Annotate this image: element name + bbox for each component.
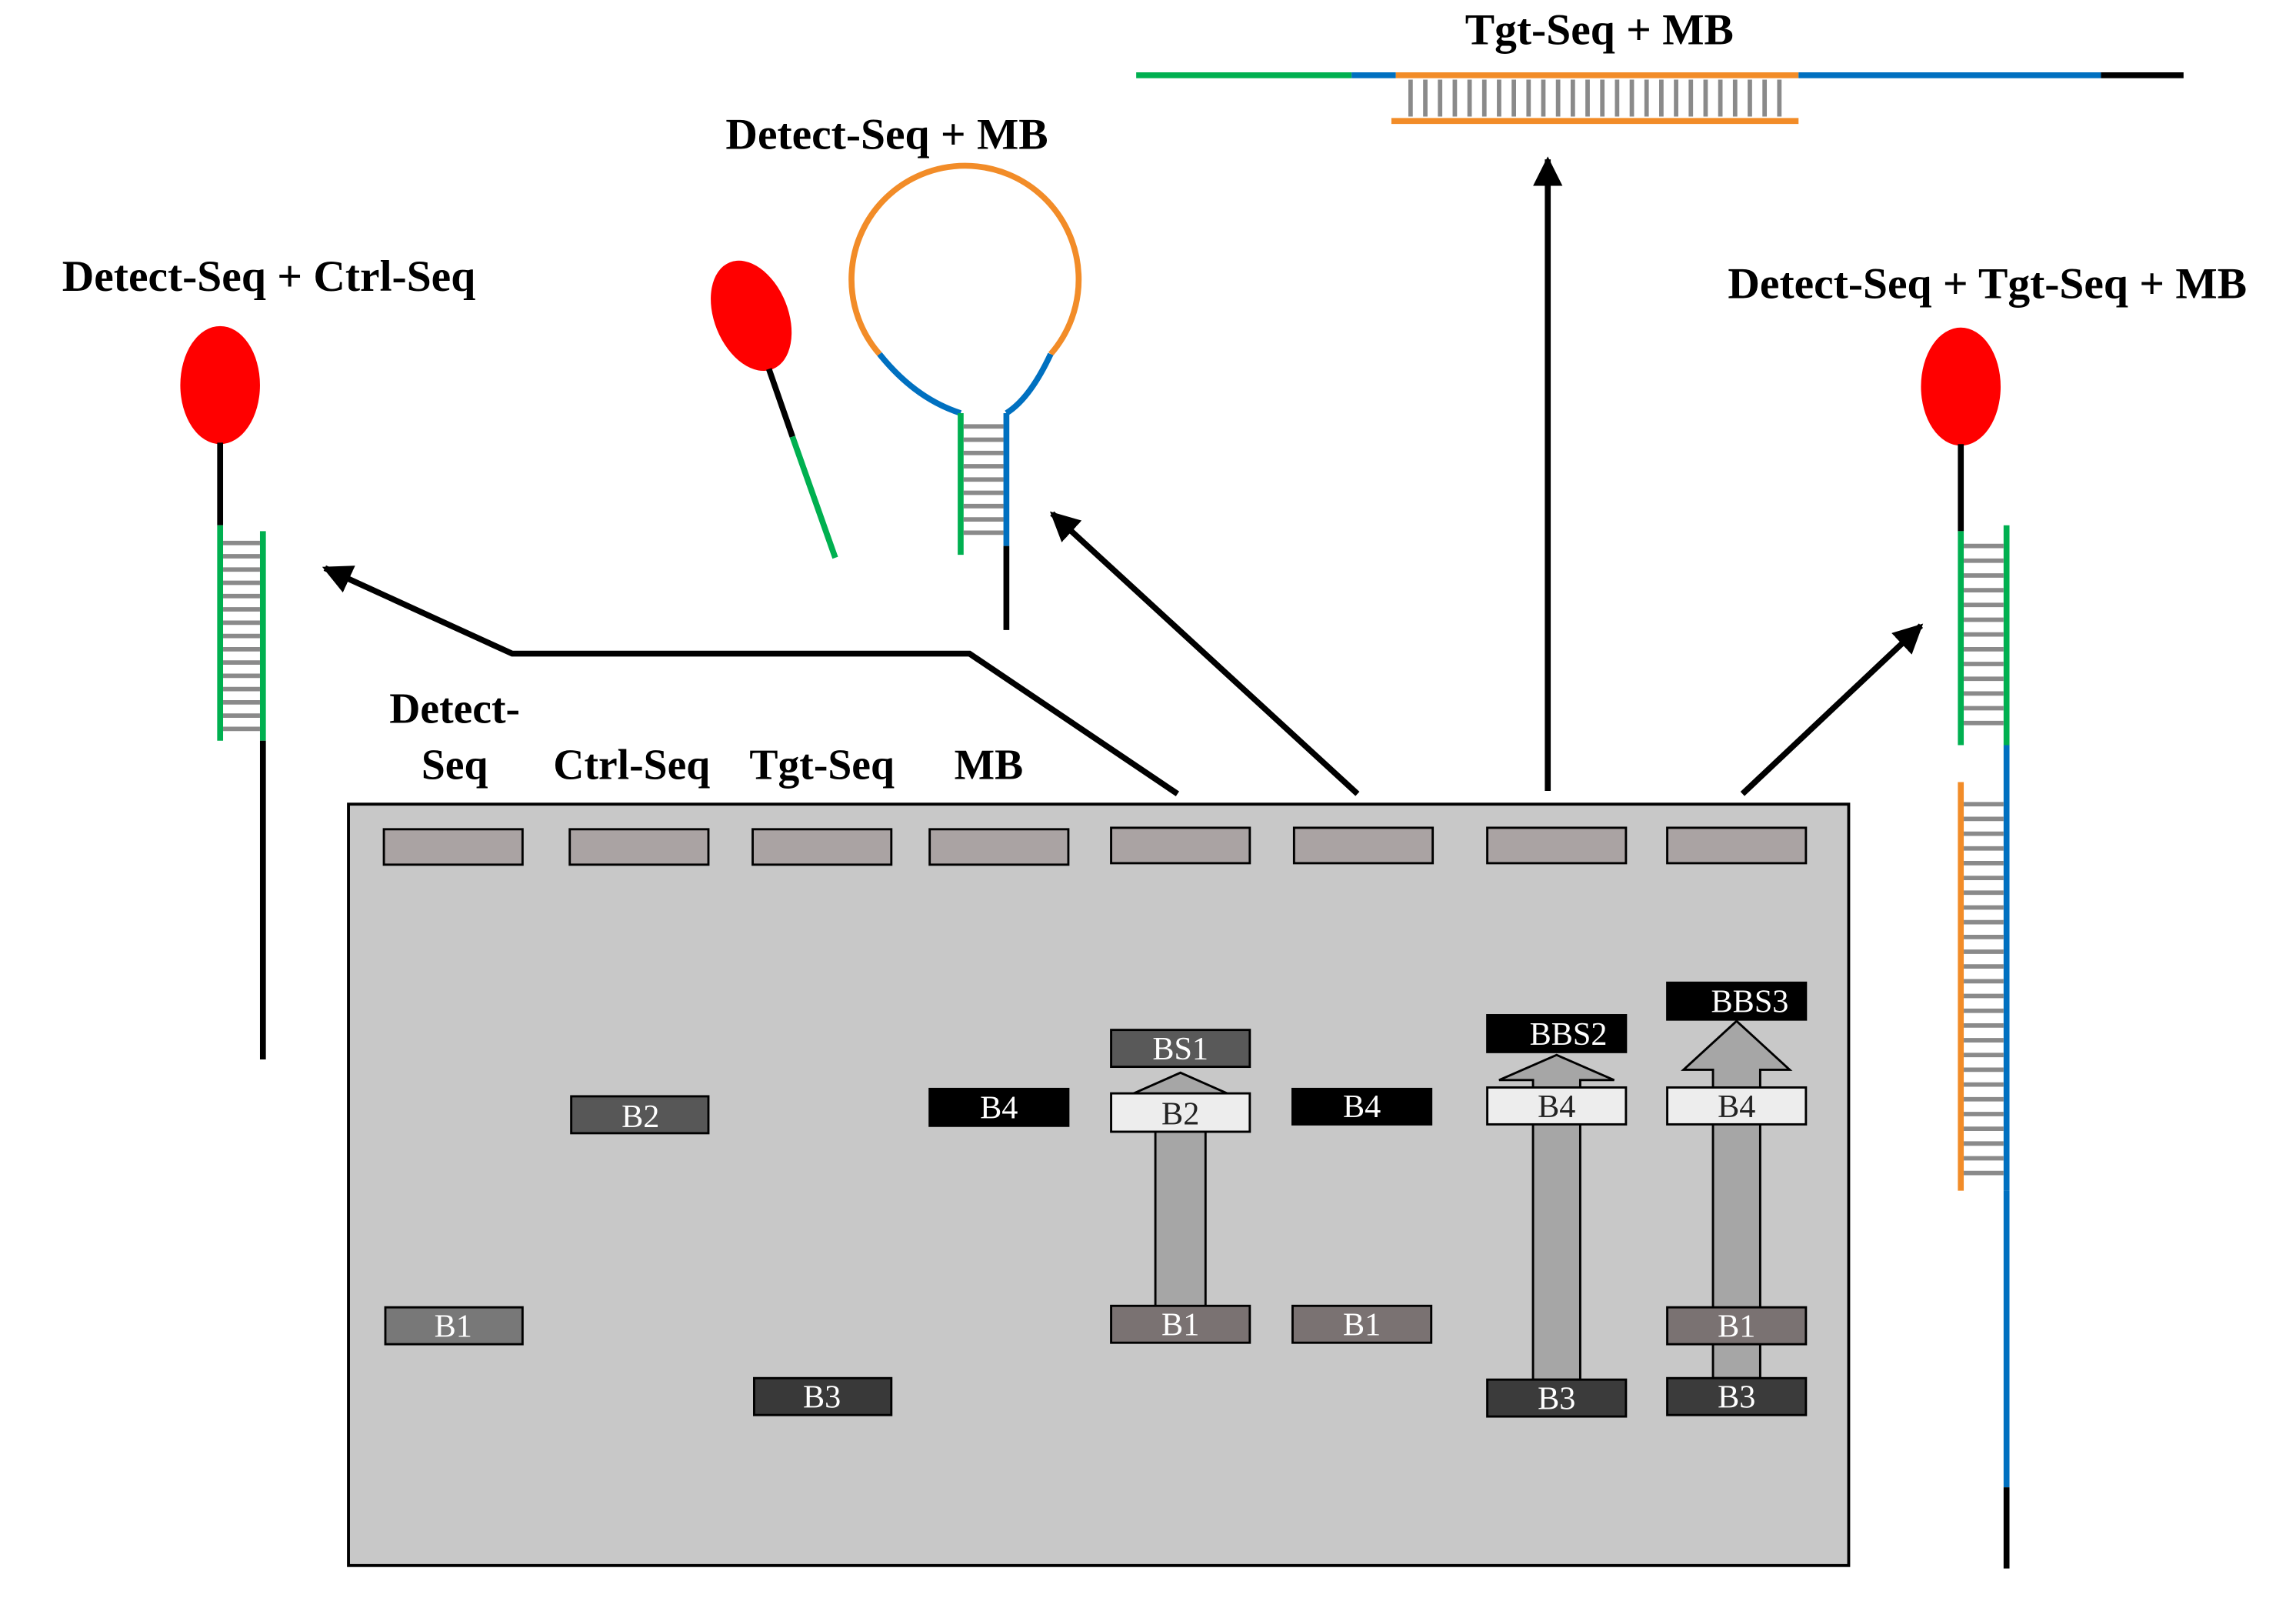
band-b3-lane-8 [1666,1376,1808,1416]
band-b2-lane-2 [570,1095,710,1135]
band-label: B1 [1343,1307,1381,1343]
shift-arrow-lane-7 [1498,1053,1615,1381]
band-label: B2 [621,1099,659,1135]
band-b3-lane-3 [753,1376,893,1416]
band-label: BBS3 [1711,984,1789,1020]
lane-label-detect-line2: Seq [422,742,488,789]
band-label: B2 [1161,1096,1199,1132]
free-detect-seq-structure [711,260,838,559]
band-b2-lane-5 [1110,1092,1251,1133]
well-lane-6 [1292,826,1435,865]
well-lane-8 [1666,826,1808,865]
arrow-to-detect-tgt-mb [1740,623,1924,796]
band-label: B3 [1538,1381,1575,1417]
annotation-arrows [322,156,1924,796]
band-b4-lane-4 [928,1087,1070,1127]
band-label: B3 [1718,1379,1755,1416]
title-detect-ctrl: Detect-Seq + Ctrl-Seq [62,252,475,301]
band-label: B1 [1161,1307,1199,1343]
fluorophore-icon [1921,327,2001,446]
band-label: B4 [1343,1089,1381,1125]
lane-label-detect-line1: Detect- [389,686,520,733]
band-b3-lane-7 [1486,1378,1628,1418]
band-b1-lane-1 [384,1306,524,1346]
title-detect-tgt-mb: Detect-Seq + Tgt-Seq + MB [1728,259,2247,308]
lane-label-ctrl: Ctrl-Seq [553,742,710,789]
molecular-beacon-hairpin [848,162,1082,630]
well-lane-7 [1486,826,1628,865]
band-label: BS1 [1152,1031,1208,1067]
title-detect-mb: Detect-Seq + MB [725,111,1048,159]
title-tgt-mb: Tgt-Seq + MB [1465,6,1734,55]
band-b4-lane-7 [1486,1086,1628,1126]
fluorophore-icon [711,260,792,372]
gel-wells [382,826,1808,866]
band-label: B3 [803,1379,841,1416]
lane-label-mb: MB [955,742,1024,789]
band-b1-lane-8 [1666,1306,1808,1346]
band-bbs2-lane-7 [1486,1014,1628,1053]
well-lane-4 [928,828,1070,866]
band-label: B4 [1718,1089,1755,1125]
band-label: B1 [1718,1309,1755,1345]
arrow-to-detect-mb [1050,511,1360,796]
band-bs1-lane-5 [1110,1029,1251,1069]
band-b1-lane-6 [1291,1304,1433,1344]
detect-tgt-mb-complex-structure [1921,327,2010,1569]
band-label: B1 [435,1309,472,1345]
well-lane-1 [382,828,524,866]
band-bbs3-lane-8 [1666,981,1808,1021]
fluorophore-icon [180,325,260,445]
lane-label-tgt: Tgt-Seq [749,742,895,789]
band-label: BBS2 [1530,1016,1608,1053]
tgt-mb-duplex-structure [1136,72,2184,125]
arrow-to-detect-ctrl [322,565,1179,796]
band-b4-lane-6 [1291,1087,1433,1126]
well-lane-3 [751,828,893,866]
detect-ctrl-duplex-structure [180,325,266,1059]
band-b4-lane-8 [1666,1086,1808,1126]
band-b1-lane-5 [1110,1304,1251,1344]
gel-panel [347,802,1851,1567]
band-label: B4 [1538,1089,1575,1125]
well-lane-2 [568,828,710,866]
band-label: B4 [980,1090,1018,1126]
well-lane-5 [1110,826,1251,865]
